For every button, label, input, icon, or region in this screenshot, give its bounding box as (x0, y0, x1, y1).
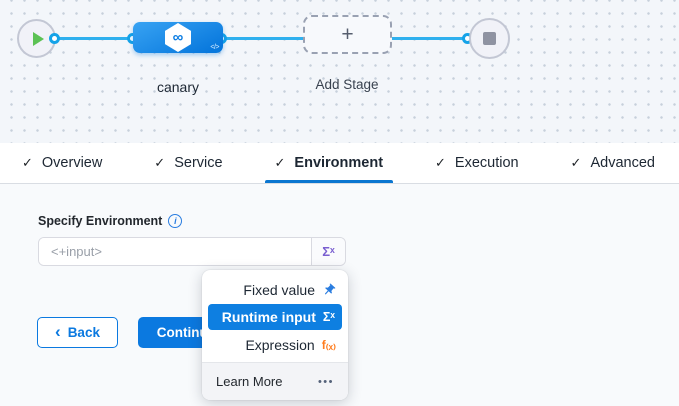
check-icon: ✓ (274, 155, 286, 170)
learn-more-link[interactable]: Learn More (216, 374, 283, 389)
deployment-stage-icon: ∞ (165, 23, 191, 52)
play-icon (32, 31, 44, 46)
sigma-icon: Σˣ (322, 310, 335, 324)
flow-line (221, 37, 305, 40)
environment-input-group: Σˣ (38, 237, 346, 266)
info-icon[interactable]: i (168, 214, 183, 228)
specify-environment-row: Specify Environment i (38, 214, 183, 228)
chevron-left-icon: ‹ (55, 321, 61, 341)
input-type-options: Fixed value Runtime input Σˣ Expression … (202, 270, 348, 362)
stage-node-canary[interactable]: ∞ </> (133, 22, 223, 53)
plus-icon: + (341, 23, 354, 46)
add-stage-button[interactable]: + (303, 15, 392, 54)
tab-service[interactable]: ✓ Service (154, 155, 223, 171)
stage-config-tabs: ✓ Overview ✓ Service ✓ Environment ✓ Exe… (0, 143, 679, 184)
code-icon: </> (210, 44, 219, 51)
pipeline-end-node (469, 18, 510, 59)
stop-icon (483, 32, 496, 45)
specify-environment-label: Specify Environment (38, 214, 163, 228)
environment-tab-panel: Specify Environment i Σˣ ‹ Back Continue… (0, 184, 679, 406)
back-button[interactable]: ‹ Back (37, 317, 118, 348)
check-icon: ✓ (154, 155, 166, 170)
flow-line (52, 37, 136, 40)
tab-advanced[interactable]: ✓ Advanced (570, 155, 655, 171)
fx-icon: f₍ₓ₎ (321, 337, 336, 352)
tab-overview[interactable]: ✓ Overview (22, 155, 103, 171)
connector-port (49, 33, 60, 44)
pin-icon (325, 283, 336, 294)
learn-more-row[interactable]: Learn More ••• (202, 362, 348, 400)
tab-execution[interactable]: ✓ Execution (435, 155, 519, 171)
stage-node-label: canary (156, 79, 200, 95)
add-stage-label: Add Stage (315, 77, 379, 92)
flow-line (390, 37, 470, 40)
runtime-input-type-button[interactable]: Σˣ (311, 238, 345, 265)
sigma-icon: Σˣ (322, 244, 335, 259)
check-icon: ✓ (435, 155, 446, 170)
tab-environment[interactable]: ✓ Environment (264, 143, 393, 183)
environment-input[interactable] (39, 238, 311, 265)
check-icon: ✓ (22, 155, 33, 170)
option-fixed-value[interactable]: Fixed value (202, 277, 348, 302)
option-runtime-input[interactable]: Runtime input Σˣ (208, 304, 342, 330)
option-expression[interactable]: Expression f₍ₓ₎ (245, 336, 336, 353)
input-type-dropdown: Fixed value Runtime input Σˣ Expression … (202, 270, 348, 400)
pipeline-canvas[interactable]: ∞ </> canary + Add Stage (0, 0, 679, 143)
ellipsis-icon[interactable]: ••• (317, 375, 334, 388)
check-icon: ✓ (570, 155, 582, 170)
